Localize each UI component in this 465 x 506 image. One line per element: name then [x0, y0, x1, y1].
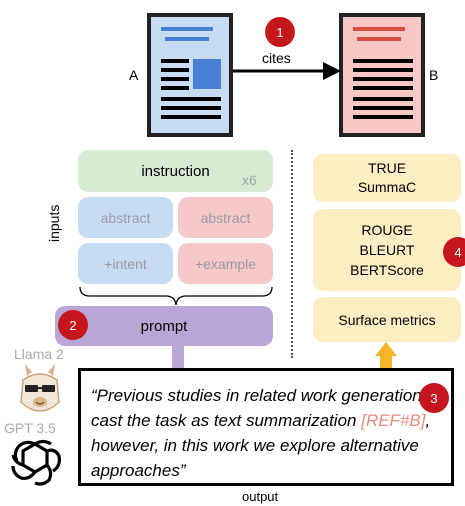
prompt-box: prompt: [55, 306, 273, 346]
paper-b-label: B: [429, 67, 439, 83]
input-cell-abstract-a: abstract: [78, 197, 173, 238]
output-label: output: [242, 489, 279, 504]
step-marker-2: 2: [58, 310, 88, 340]
paper-a-icon: [147, 13, 233, 137]
metric-surface-label: Surface metrics: [338, 311, 436, 328]
instruction-multiplier: x6: [242, 172, 257, 188]
cites-arrow: [233, 62, 341, 80]
prompt-label: prompt: [140, 317, 188, 335]
step-marker-1: 1: [265, 17, 295, 47]
metric-surface-box: Surface metrics: [313, 297, 461, 342]
metric-group-similarity: ROUGE BLEURT BERTScore: [313, 209, 461, 291]
input-cell-intent: +intent: [78, 243, 173, 284]
openai-logo-icon: [11, 439, 61, 486]
output-text-box: “Previous studies in related work genera…: [78, 368, 454, 486]
quote-text-before: “Previous studies in related work genera…: [91, 386, 422, 430]
cites-label: cites: [262, 50, 291, 66]
input-cell-example: +example: [178, 243, 273, 284]
model-llama-label: Llama 2: [14, 346, 64, 362]
llama-icon: [20, 364, 60, 412]
metric-true: TRUE: [367, 160, 407, 176]
metric-rouge: ROUGE: [361, 222, 413, 238]
metric-bleurt: BLEURT: [359, 242, 415, 258]
brace-icon: [79, 286, 273, 306]
inputs-label: inputs: [46, 204, 62, 242]
step-marker-4: 4: [443, 237, 465, 267]
input-cell-abstract-b: abstract: [178, 197, 273, 238]
paper-a-label: A: [129, 67, 139, 83]
metric-bertscore: BERTScore: [350, 262, 424, 278]
model-gpt-label: GPT 3.5: [4, 420, 56, 436]
step-marker-3: 3: [419, 383, 449, 413]
metric-summac: SummaC: [357, 179, 417, 195]
metric-group-consistency: TRUE SummaC: [313, 154, 461, 202]
quote-ref: [REF#B]: [361, 411, 426, 430]
separator: [291, 150, 293, 358]
paper-b-icon: [339, 13, 425, 137]
instruction-label: instruction: [141, 162, 210, 180]
instruction-box: instruction: [78, 150, 273, 192]
quote-text-after: , however, in this work we explore alter…: [91, 411, 431, 480]
